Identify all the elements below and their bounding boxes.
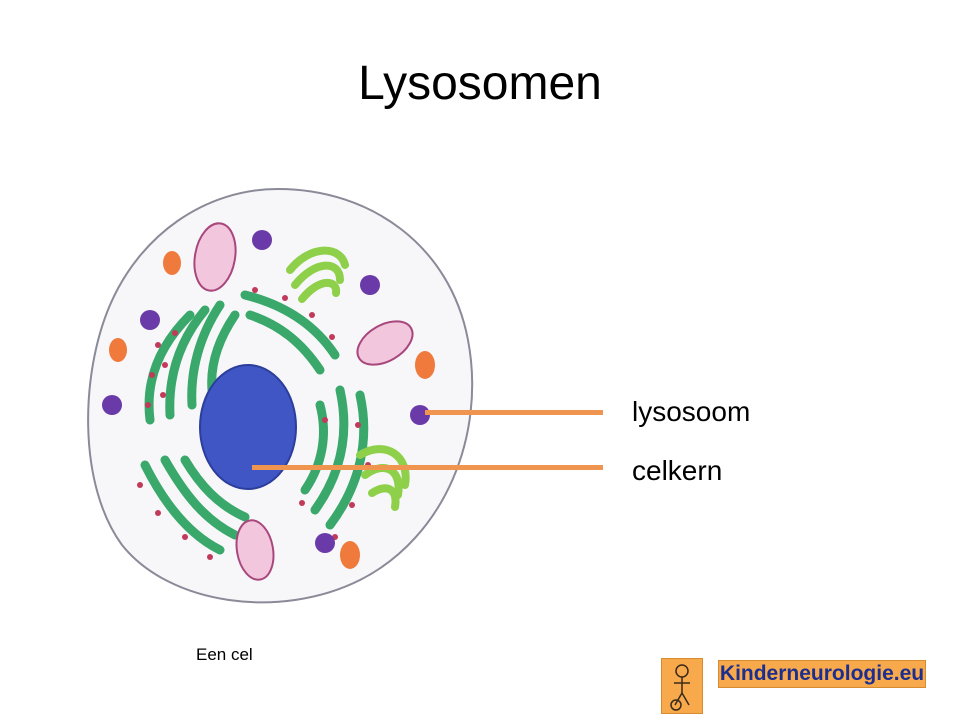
logo-text[interactable]: Kinderneurologie.eu: [718, 660, 926, 688]
lysosome-label: lysosoom: [632, 396, 751, 427]
nucleus-label: celkern: [632, 455, 723, 486]
endoplasmic-reticulum: [140, 290, 369, 555]
mitochondria: [193, 222, 414, 581]
logo-icon: [661, 658, 703, 714]
vesicles: [109, 251, 435, 569]
lysosomes: [102, 230, 430, 553]
figure-caption: Een cel: [196, 645, 253, 664]
lysosome-leader-line: [425, 410, 603, 415]
cell-illustration: [87, 187, 474, 604]
golgi-apparatus: [286, 246, 410, 511]
ribosomes: [137, 287, 371, 560]
nucleus: [199, 364, 297, 490]
slide-title: Lysosomen: [358, 57, 602, 110]
nucleus-leader-line: [252, 465, 603, 470]
